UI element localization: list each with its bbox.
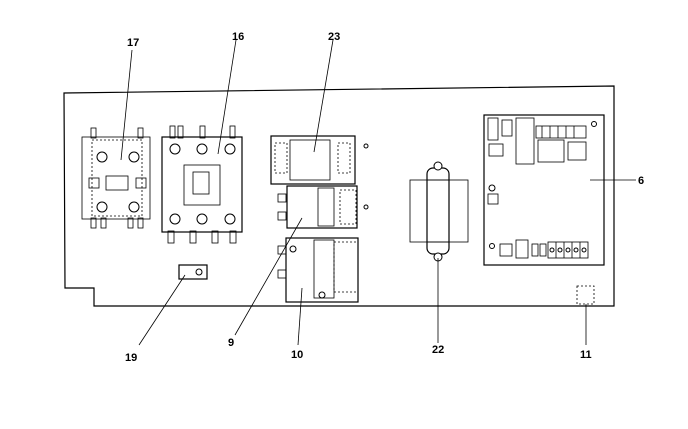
callout-9: 9 xyxy=(228,337,234,349)
terminal-19 xyxy=(178,264,208,280)
relay-23 xyxy=(270,135,369,185)
contactor-16 xyxy=(161,125,243,244)
callout-11: 11 xyxy=(580,349,592,361)
callout-23: 23 xyxy=(328,31,340,43)
callout-22: 22 xyxy=(432,344,444,356)
contactor-17 xyxy=(81,127,151,229)
leader-lines xyxy=(120,39,636,346)
control-board-6 xyxy=(483,114,605,266)
relay-9 xyxy=(277,185,369,229)
callout-10: 10 xyxy=(291,349,303,361)
ground-lug-11 xyxy=(576,285,595,305)
callout-labels: 17 16 23 6 19 9 10 22 11 xyxy=(125,31,644,364)
relay-10 xyxy=(277,237,359,303)
callout-17: 17 xyxy=(127,37,139,49)
callout-6: 6 xyxy=(638,175,644,187)
transformer-22 xyxy=(409,161,469,262)
mounting-panel xyxy=(63,85,615,307)
callout-16: 16 xyxy=(232,31,244,43)
callout-19: 19 xyxy=(125,352,137,364)
